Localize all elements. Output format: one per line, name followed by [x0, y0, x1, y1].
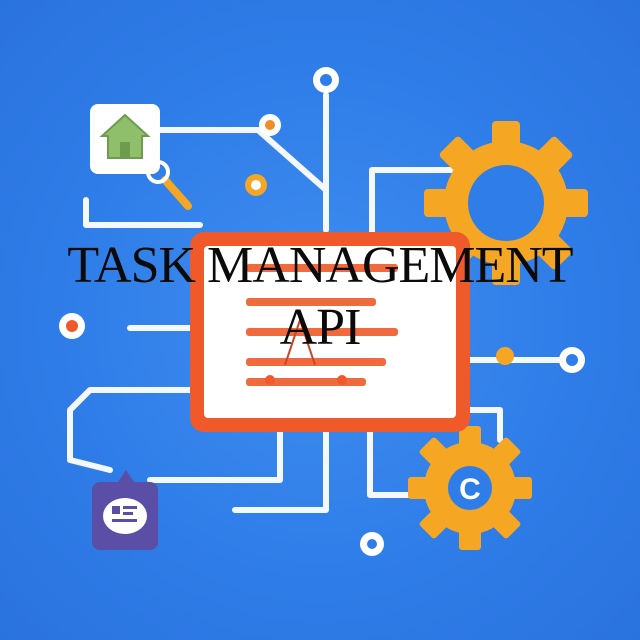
- title-line-1: TASK MANAGEMENT: [67, 237, 573, 294]
- home-card: [90, 104, 160, 174]
- gear-icon: [424, 121, 588, 285]
- chat-icon: [92, 470, 158, 550]
- magnifier-icon: [146, 160, 192, 210]
- gear-icon-bottom: C: [408, 426, 532, 550]
- gear-label: C: [459, 473, 481, 506]
- home-icon: [99, 113, 151, 159]
- title-line-2: API: [279, 299, 362, 356]
- circuit-node-icon: [59, 67, 585, 556]
- circuit-lines: [67, 92, 563, 513]
- screen-icon: [190, 232, 470, 432]
